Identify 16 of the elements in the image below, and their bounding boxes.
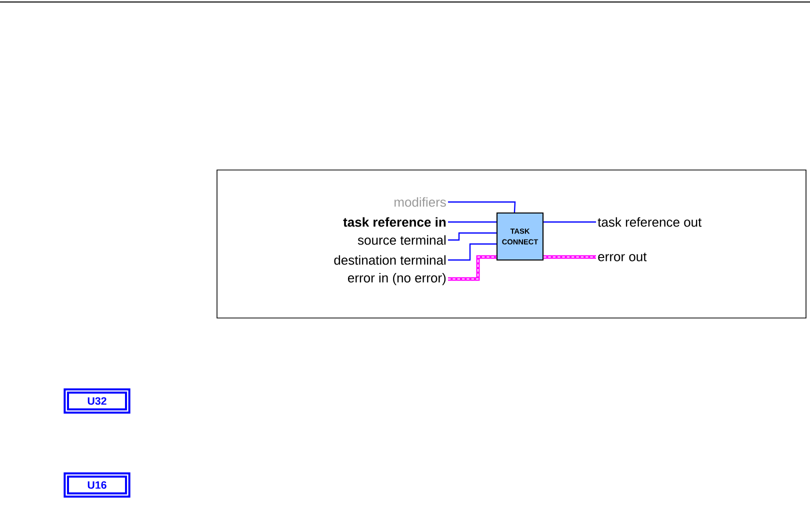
wire: [448, 255, 496, 281]
terminal-label: destination terminal: [334, 255, 446, 265]
data-type-terminal: U32: [64, 388, 130, 414]
wire: [544, 255, 596, 259]
terminal-label: error in (no error): [348, 272, 446, 286]
terminal-label: task reference in: [343, 217, 446, 227]
wire: [544, 221, 596, 223]
wire: [448, 221, 496, 223]
wire: [448, 201, 516, 212]
terminal-label: error out: [598, 252, 647, 262]
wire: [448, 243, 496, 261]
terminal-label: modifiers: [394, 197, 446, 207]
terminal-label: task reference out: [598, 217, 702, 227]
data-type-terminal: U16: [64, 472, 130, 498]
wire: [448, 232, 496, 241]
terminal-label: source terminal: [358, 235, 446, 245]
